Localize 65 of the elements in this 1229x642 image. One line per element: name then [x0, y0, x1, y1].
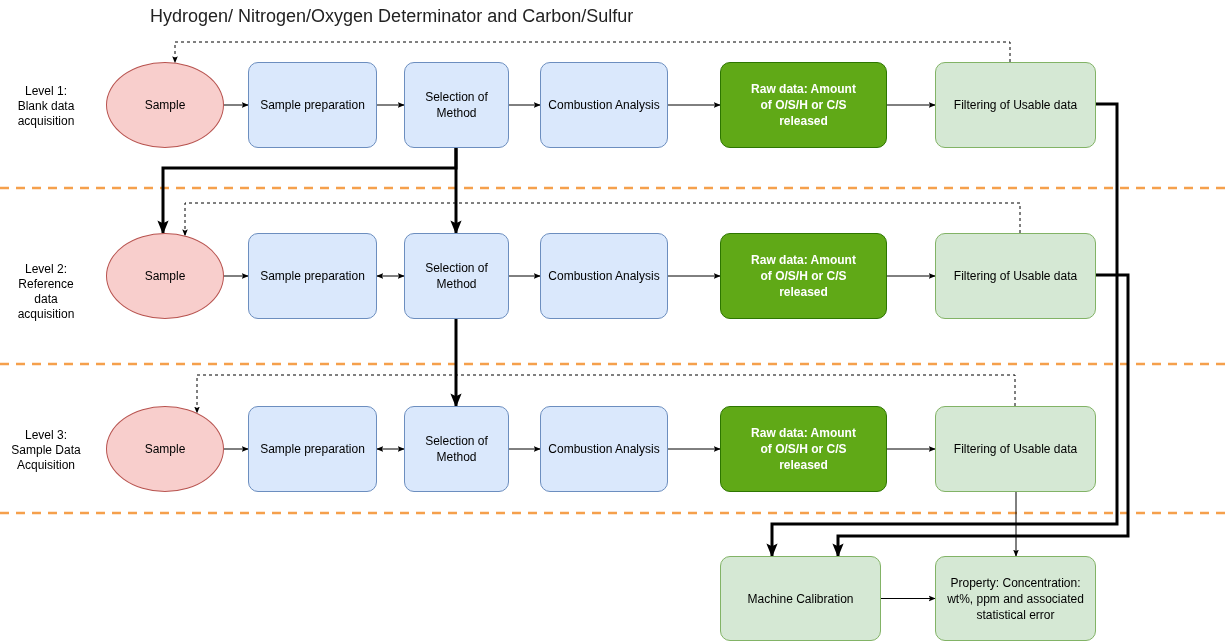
arrow	[172, 41, 1011, 64]
node-label: Raw data: Amount of O/S/H or C/S released	[750, 425, 857, 473]
node-label: Sample	[144, 97, 186, 113]
process-box	[404, 62, 509, 148]
node-label: Property: Concentration: wt%, ppm and associated statistical error	[946, 574, 1085, 623]
node-label: Selection of Method	[424, 89, 489, 121]
process-box	[935, 62, 1096, 148]
arrow	[376, 446, 405, 452]
arrow	[832, 273, 1130, 558]
arrow	[667, 446, 721, 452]
process-box	[720, 556, 881, 641]
arrow	[766, 102, 1119, 558]
level-label: Level 3: Sample Data Acquisition	[10, 428, 82, 473]
arrow	[223, 273, 249, 279]
process-box	[935, 233, 1096, 319]
node-label: Machine Calibration	[747, 590, 854, 607]
arrow	[667, 102, 721, 108]
node-label: Sample preparation	[260, 97, 365, 113]
process-box	[248, 233, 377, 319]
arrow	[886, 273, 936, 279]
process-box	[404, 406, 509, 492]
arrow	[508, 102, 541, 108]
process-box	[935, 406, 1096, 492]
arrow	[508, 446, 541, 452]
level-label: Level 1: Blank data acquisition	[16, 84, 76, 129]
process-box	[540, 233, 668, 319]
process-box	[248, 62, 377, 148]
arrow	[223, 446, 249, 452]
node-label: Combustion Analysis	[548, 268, 660, 284]
node-label: Sample preparation	[260, 268, 365, 284]
arrow	[450, 319, 462, 408]
node-label: Selection of Method	[424, 433, 489, 465]
arrow	[450, 148, 462, 235]
process-box	[935, 556, 1096, 641]
node-label: Raw data: Amount of O/S/H or C/S released	[750, 252, 857, 300]
data-box	[720, 62, 887, 148]
arrow	[223, 102, 249, 108]
arrow	[376, 102, 405, 108]
node-label: Combustion Analysis	[548, 97, 660, 113]
arrow	[886, 102, 936, 108]
process-box	[404, 233, 509, 319]
arrow	[1013, 491, 1019, 557]
node-label: Selection of Method	[424, 260, 489, 292]
arrow	[182, 202, 1021, 237]
process-box	[248, 406, 377, 492]
level-label: Level 2: Reference data acquisition	[16, 262, 76, 322]
data-box	[720, 406, 887, 492]
arrow	[886, 446, 936, 452]
process-box	[540, 62, 668, 148]
node-label: Sample	[144, 441, 186, 457]
arrow	[508, 273, 541, 279]
process-box	[540, 406, 668, 492]
node-label: Sample	[144, 268, 186, 284]
node-label: Filtering of Usable data	[953, 268, 1078, 284]
node-label: Filtering of Usable data	[953, 441, 1078, 457]
arrow	[880, 595, 936, 602]
data-box	[720, 233, 887, 319]
arrow	[194, 374, 1016, 414]
node-label: Filtering of Usable data	[953, 97, 1078, 113]
arrow	[667, 273, 721, 279]
arrow	[376, 273, 405, 279]
node-label: Sample preparation	[260, 441, 365, 457]
diagram-title: Hydrogen/ Nitrogen/Oxygen Determinator and Carbon/Sulfur	[150, 6, 634, 27]
node-label: Combustion Analysis	[548, 441, 660, 457]
node-label: Raw data: Amount of O/S/H or C/S released	[750, 81, 857, 129]
